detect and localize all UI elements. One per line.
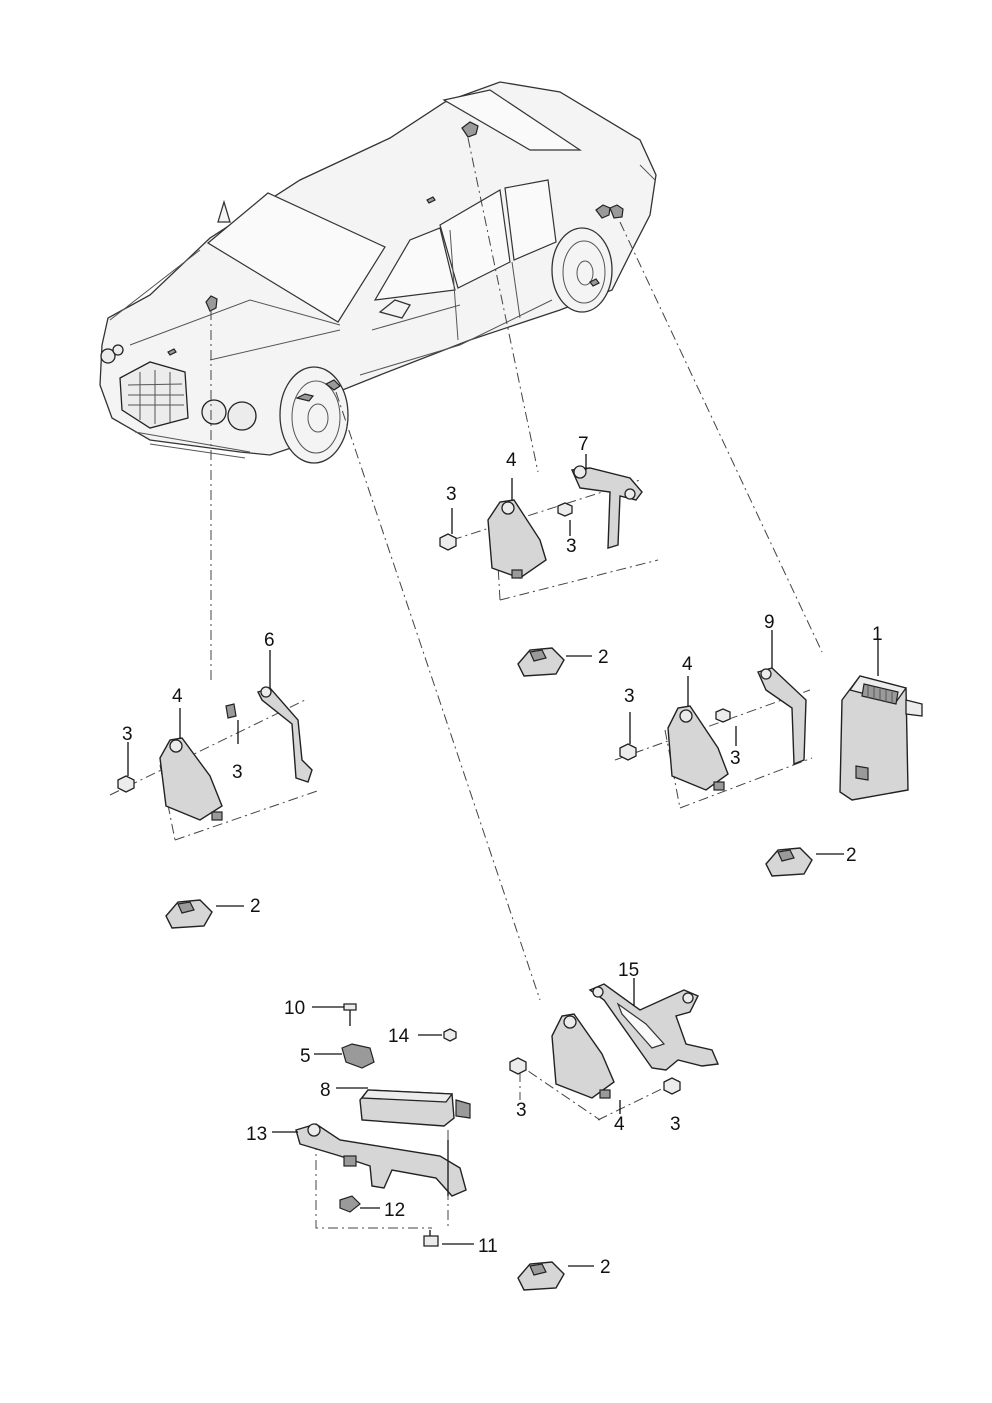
callout-8: 8: [320, 1080, 331, 1101]
callout-3: 3: [566, 536, 577, 557]
bracket-icon: [257, 687, 313, 783]
callout-2: 2: [846, 845, 857, 866]
bolt-icon: [423, 1235, 439, 1247]
callout-4: 4: [682, 654, 693, 675]
callout-2: 2: [250, 896, 261, 917]
sensor-icon: [517, 1261, 594, 1291]
callout-9: 9: [764, 612, 775, 633]
nut-icon: [439, 533, 457, 551]
control-unit-icon: [839, 640, 923, 801]
callout-3: 3: [122, 724, 133, 745]
callout-3: 3: [730, 748, 741, 769]
bracket-icon: [570, 467, 643, 549]
nut-icon: [117, 775, 135, 793]
nut-icon: [557, 502, 573, 517]
antenna-assembly: [272, 1003, 474, 1247]
sensor-icon: [551, 1013, 615, 1099]
sensor-group-top: [439, 454, 659, 601]
callout-3: 3: [670, 1114, 681, 1135]
sensor-icon: [667, 705, 729, 791]
callout-5: 5: [300, 1046, 311, 1067]
callout-labels: 1 2 2 2 2 3 3 3 3 3 3 3 3 4 4 4 4 5 6 7 …: [122, 434, 883, 1278]
sensor-group-right: [614, 630, 813, 809]
sensor-icon: [159, 737, 223, 821]
nut-icon: [663, 1077, 681, 1095]
bracket-icon: [295, 1123, 467, 1197]
callout-3: 3: [232, 762, 243, 783]
callout-2: 2: [600, 1257, 611, 1278]
sensor-icon: [517, 647, 592, 677]
callout-3: 3: [446, 484, 457, 505]
sensor-group-bottom: [509, 978, 720, 1121]
callout-7: 7: [578, 434, 589, 455]
nut-icon: [619, 743, 637, 761]
callout-4: 4: [506, 450, 517, 471]
nut-icon: [715, 708, 731, 723]
nut-icon: [509, 1057, 527, 1075]
callout-10: 10: [284, 998, 305, 1019]
bracket-icon: [757, 667, 807, 766]
nut-icon: [443, 1028, 457, 1042]
location-lines: [210, 137, 823, 1001]
callout-3: 3: [516, 1100, 527, 1121]
callout-13: 13: [246, 1124, 267, 1145]
callout-11: 11: [478, 1236, 498, 1257]
callout-4: 4: [614, 1114, 625, 1135]
car-illustration-icon: [99, 81, 657, 464]
callout-15: 15: [618, 960, 639, 981]
callout-12: 12: [384, 1200, 405, 1221]
sensor-icon: [487, 499, 547, 579]
bolt-icon: [343, 1003, 357, 1011]
callout-3: 3: [624, 686, 635, 707]
callout-2: 2: [598, 647, 609, 668]
callout-14: 14: [388, 1026, 410, 1047]
bracket-icon: [588, 983, 720, 1071]
callout-6: 6: [264, 630, 275, 651]
sensor-group-left: [109, 650, 321, 841]
sensor-icon: [765, 847, 844, 877]
callout-4: 4: [172, 686, 183, 707]
sensor-icon: [165, 899, 244, 929]
callout-1: 1: [872, 624, 883, 645]
